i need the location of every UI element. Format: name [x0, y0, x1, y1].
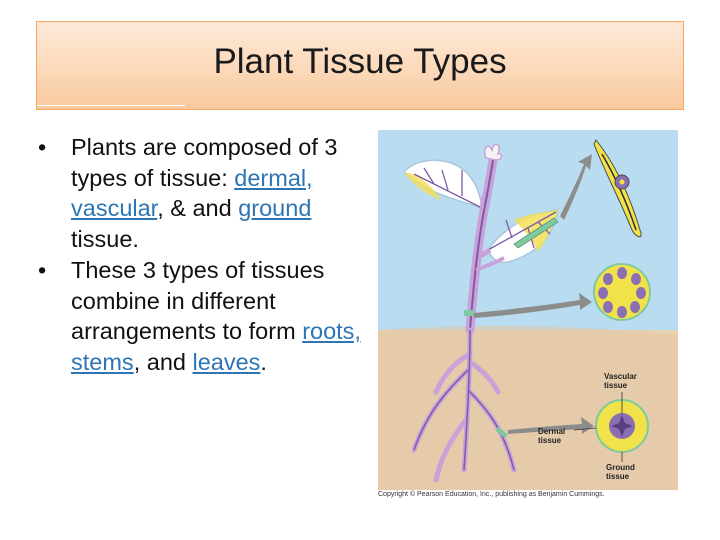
root-section-marker [495, 426, 508, 439]
plant-tissue-diagram: Vascular tissue Dermal tissue Ground tis… [378, 130, 678, 490]
arrow-to-stem-section [474, 293, 592, 318]
left-leaf-yellow [404, 172, 442, 200]
right-leaf-veins [487, 211, 557, 251]
dermal-pointer [573, 427, 597, 431]
leaf-cross-section [513, 217, 559, 249]
stem-branch [478, 247, 492, 259]
term-link[interactable]: ground [238, 195, 312, 221]
vascular-label-2: tissue [604, 381, 628, 390]
bullet-text: , & and [157, 195, 239, 221]
term-link[interactable]: roots, stems [71, 318, 361, 375]
arrow-to-root-section [508, 417, 594, 434]
arrow-group [474, 154, 594, 434]
term-link[interactable]: leaves [192, 348, 261, 375]
term-link[interactable]: dermal, vascular [71, 164, 313, 222]
leaf-tissue-section [593, 139, 642, 238]
bullet-marker: • [38, 257, 47, 283]
ground-label-1: Ground [606, 463, 635, 472]
bullet-text: Plants are composed of 3 types of tissue… [71, 134, 338, 191]
bullet-text: . [260, 348, 267, 375]
lower-branch [475, 256, 505, 272]
left-leaf-veins [413, 167, 483, 209]
figure-copyright: Copyright © Pearson Education, Inc., pub… [378, 491, 605, 498]
leaf-petiole-left [480, 195, 486, 209]
slide-title: Plant Tissue Types [213, 41, 507, 81]
dermal-label-1: Dermal [538, 427, 565, 436]
bullet-text: These 3 types of tissues combine in diff… [71, 257, 325, 344]
arrow-to-leaf-section [560, 154, 592, 220]
bullet-item: • Plants are composed of 3 types of tissu… [38, 132, 368, 254]
ground-label-2: tissue [606, 472, 630, 481]
bullet-list: • Plants are composed of 3 types of tissu… [38, 132, 368, 378]
title-accent-line [37, 105, 185, 106]
bullet-item: • These 3 types of tissues combine in dif… [38, 255, 368, 377]
dermal-label-2: tissue [538, 436, 562, 445]
bullet-text: , and [133, 348, 193, 375]
root-tissue-section [595, 399, 649, 453]
bud-icon [483, 143, 503, 161]
bullet-marker: • [38, 134, 47, 160]
vascular-label-1: Vascular [604, 372, 637, 381]
bullet-text: tissue. [71, 225, 139, 252]
stem-section-marker [464, 310, 474, 316]
stem-vein [469, 154, 495, 331]
stem-tissue-section [593, 263, 651, 321]
title-banner: Plant Tissue Types [36, 21, 684, 110]
